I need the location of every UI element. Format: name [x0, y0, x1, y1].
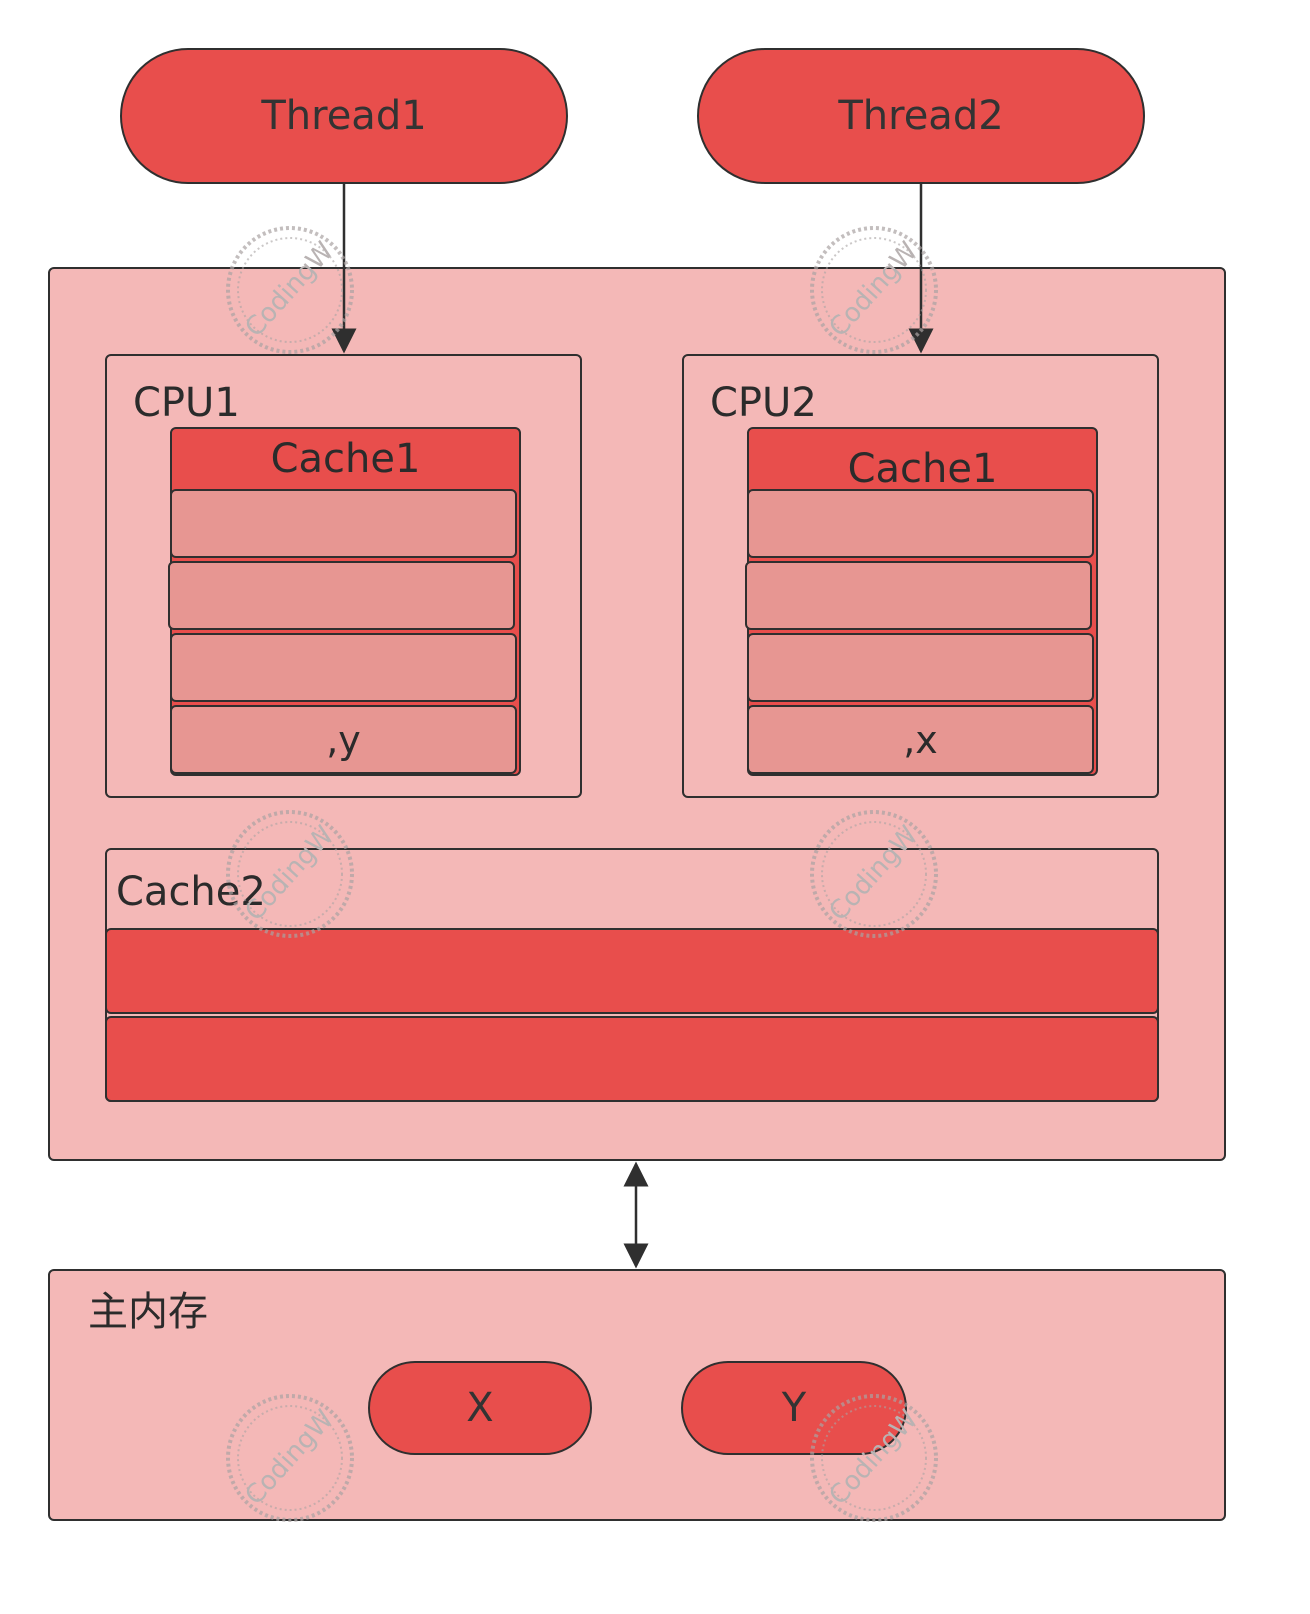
cache2-line — [105, 928, 1159, 1014]
cache2-line — [105, 1016, 1159, 1102]
var-y-node: Y — [681, 1361, 907, 1455]
cpu1-cache-line — [170, 633, 517, 702]
main-memory-label: 主内存 — [88, 1289, 208, 1335]
cpu1-cache1-title: Cache1 — [270, 436, 421, 482]
var-x-label: X — [466, 1385, 494, 1431]
cpu1-cache-line — [168, 561, 515, 630]
cpu2-cache-line-x: ,x — [747, 705, 1094, 774]
cpu2-label: CPU2 — [710, 380, 817, 426]
cpu1-label: CPU1 — [133, 380, 240, 426]
thread2-node: Thread2 — [697, 48, 1145, 184]
cpu2-cache1-title: Cache1 — [847, 446, 998, 492]
cpu2-box — [682, 354, 1159, 798]
var-y-label: Y — [781, 1385, 807, 1431]
thread2-label: Thread2 — [838, 93, 1004, 139]
main-memory-panel — [48, 1269, 1226, 1521]
var-x-node: X — [368, 1361, 592, 1455]
cpu2-cache-line — [745, 561, 1092, 630]
cpu2-cache-line — [747, 489, 1094, 558]
thread1-node: Thread1 — [120, 48, 568, 184]
cpu2-cache-line — [747, 633, 1094, 702]
thread1-label: Thread1 — [261, 93, 427, 139]
cpu1-box — [105, 354, 582, 798]
cpu1-cache-line — [170, 489, 517, 558]
cache2-label: Cache2 — [116, 869, 266, 915]
cpu1-cache-line-y: ,y — [170, 705, 517, 774]
